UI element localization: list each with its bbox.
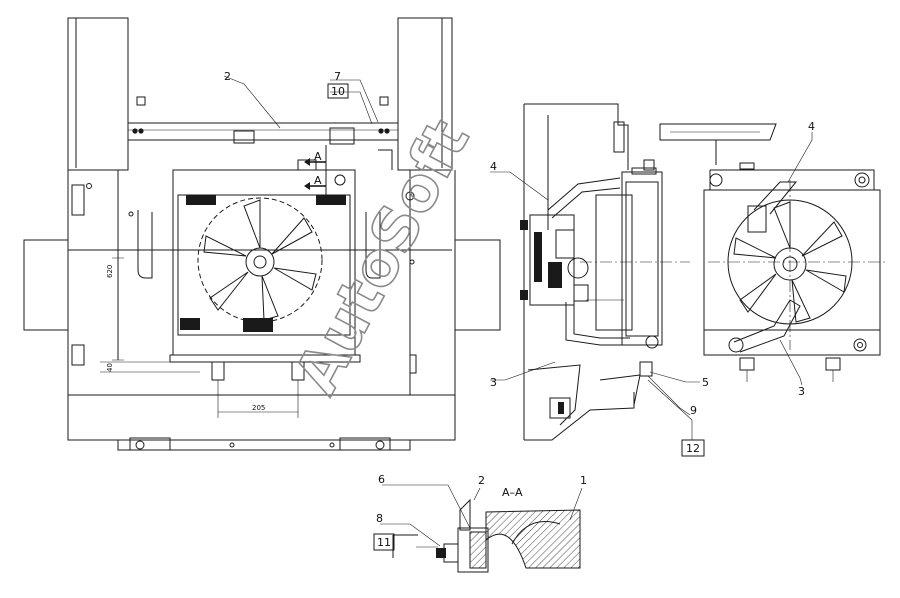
callout-2-section: 2 — [478, 474, 485, 487]
callout-3-side: 3 — [490, 376, 497, 389]
section-view-a-a — [380, 484, 583, 573]
callout-4-rear: 4 — [808, 120, 815, 133]
callout-10-box — [327, 83, 349, 99]
section-arrow-label-lower: A — [314, 174, 322, 187]
watermark: AutoSoft — [281, 109, 483, 405]
callout-7: 7 — [334, 70, 341, 83]
callout-4-side: 4 — [490, 160, 497, 173]
callout-8: 8 — [376, 512, 383, 525]
callout-12: 12 — [686, 442, 700, 455]
rear-view — [659, 123, 886, 386]
section-arrow-label-upper: A — [314, 150, 322, 163]
callout-11: 11 — [377, 536, 391, 549]
callout-labels: 2 7 10 4 3 5 9 12 4 3 6 2 1 8 11 — [224, 70, 815, 551]
callout-2-top: 2 — [224, 70, 231, 83]
callout-3-rear: 3 — [798, 385, 805, 398]
section-marks: A A A–A — [314, 150, 523, 499]
dimension-620: 620 — [106, 265, 114, 278]
front-view — [23, 17, 501, 451]
dimension-205: 205 — [252, 404, 265, 412]
callout-9: 9 — [690, 404, 697, 417]
dimension-40: 40 — [106, 363, 114, 372]
section-view-title: A–A — [502, 486, 523, 499]
callout-1: 1 — [580, 474, 587, 487]
callout-10: 10 — [331, 85, 345, 98]
callout-5: 5 — [702, 376, 709, 389]
callout-6: 6 — [378, 473, 385, 486]
callout-11-box — [373, 533, 395, 551]
callout-12-box — [681, 439, 705, 457]
side-view — [490, 103, 700, 441]
dimension-labels: 620 40 205 — [106, 265, 265, 412]
